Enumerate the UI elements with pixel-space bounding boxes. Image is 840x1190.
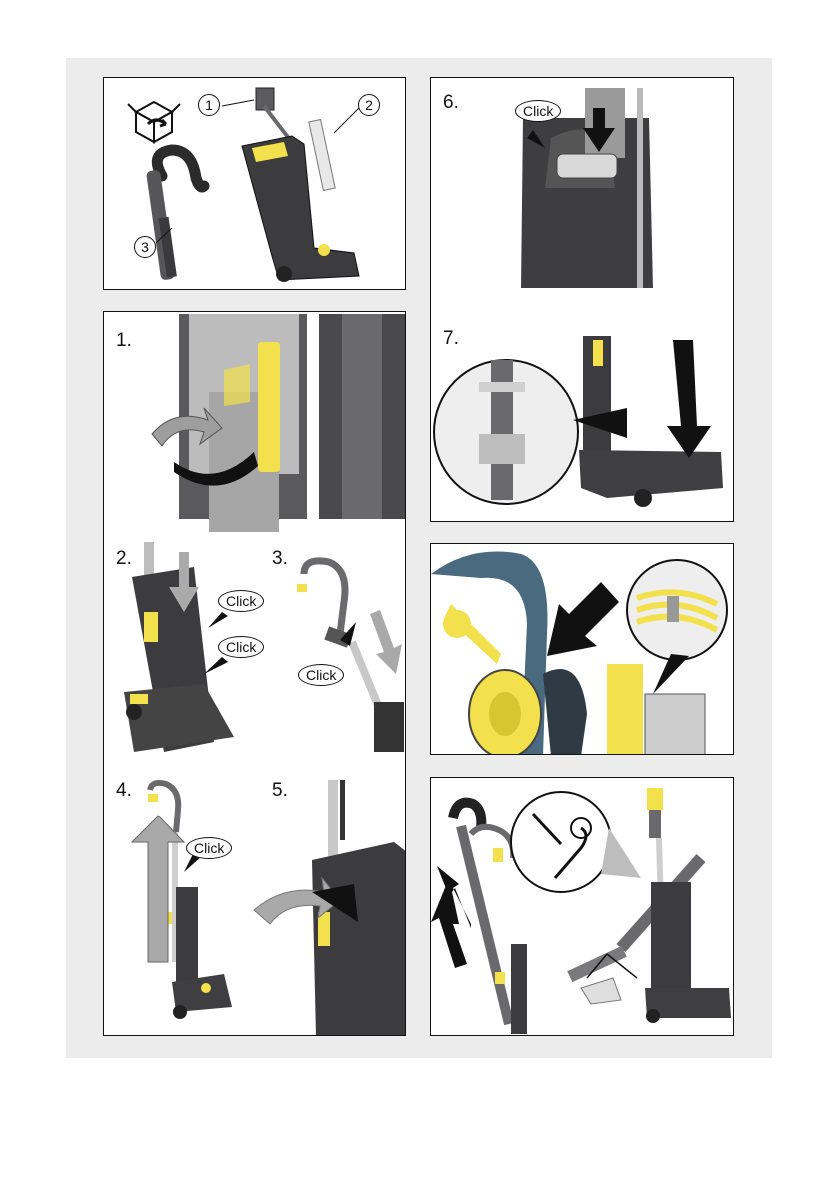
part-number-1: 1 [198,94,220,116]
click-callout: Click [515,100,561,122]
steps-1-5-panel: 1. 2. 3. 4. 5. Click Click Click Click [103,311,406,1036]
step-1-label: 1. [116,330,132,352]
part-number-3: 3 [134,236,156,258]
steps-6-7-panel: 6. 7. Click [430,77,734,522]
callout-pointer [204,657,228,674]
click-callout: Click [218,590,264,612]
leader-line [222,100,254,106]
cable-storage-panel [430,543,734,755]
steps-1-5-illustration [104,312,406,1036]
click-callout: Click [218,636,264,658]
unboxing-icon [128,102,180,142]
step3-detail [297,561,404,752]
leader-line [334,108,359,133]
steps-6-7-illustration [431,78,734,522]
step-4-label: 4. [116,780,132,802]
cable-storage-illustration [431,544,734,755]
part-number-2: 2 [358,94,380,116]
contents-panel: 1 2 3 [103,77,406,290]
click-callout: Click [298,664,344,686]
handle-tube-part [146,150,204,280]
step-6-label: 6. [443,92,459,114]
tube-part [309,120,335,191]
step-5-label: 5. [272,780,288,802]
step1-detail [152,314,406,532]
callout-pointer [208,612,228,628]
step4-detail [132,783,232,1019]
step-3-label: 3. [272,548,288,570]
vacuum-body [242,136,359,282]
step5-detail [254,780,406,1036]
tube-storage-panel [430,777,734,1036]
click-callout: Click [186,837,232,859]
tube-storage-illustration [431,778,734,1036]
step7-detail [434,336,723,507]
step-7-label: 7. [443,328,459,350]
step-2-label: 2. [116,548,132,570]
